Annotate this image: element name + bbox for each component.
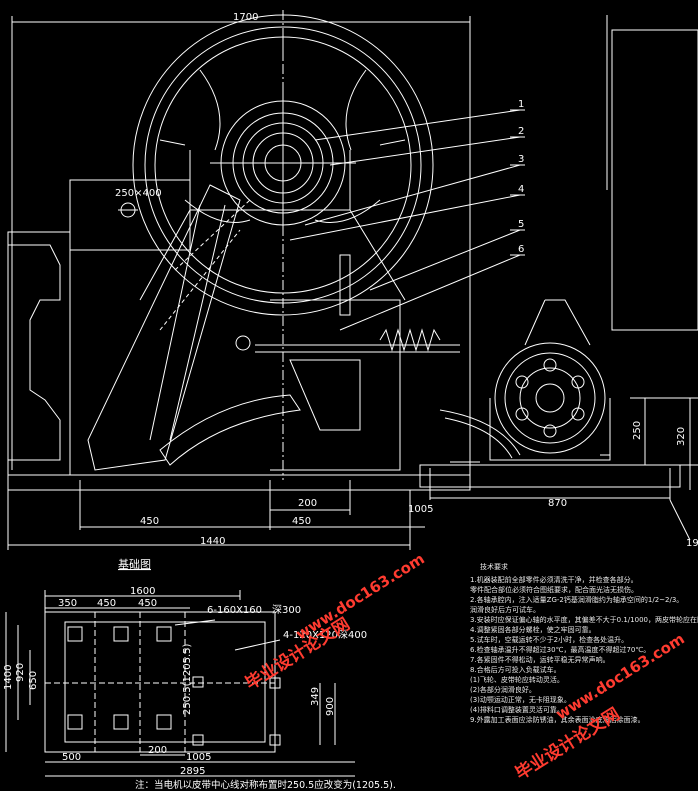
swing-jaw bbox=[87, 184, 241, 471]
pocket bbox=[269, 677, 281, 689]
foundation-footnote: 注：当电机以皮带中心线对称布置时250.5应改变为(1205.5). bbox=[135, 779, 396, 791]
foundation-title: 基础图 bbox=[118, 558, 151, 571]
pocket bbox=[269, 734, 281, 746]
main-elevation-view bbox=[7, 10, 525, 550]
tech-req-line: 2.各轴承腔内，注入适量ZG-2钙基润滑脂约为轴承空间的1/2~2/3。 bbox=[470, 595, 683, 604]
dim-corner: 19 bbox=[686, 538, 698, 549]
pocket bbox=[192, 676, 204, 688]
tech-req-line: (3)动颚运动正常，无卡阻现象。 bbox=[470, 695, 571, 704]
foundation-plan bbox=[5, 590, 355, 777]
fd-seg-a: 350 bbox=[58, 598, 77, 609]
fd-seg-c: 450 bbox=[138, 598, 157, 609]
fd-left-1: 1400 bbox=[3, 665, 14, 690]
part-label-1: 1 bbox=[518, 99, 524, 110]
tech-req-line: 9.外露加工表面应涂防锈油，其余表面涂底漆后涂面漆。 bbox=[470, 715, 645, 724]
part-label-2: 2 bbox=[518, 126, 524, 137]
tech-req-line: 3.安装时应保证偏心轴的水平度，其偏差不大于0.1/1000，两皮带轮应在同一平… bbox=[470, 615, 698, 624]
bolt-hole bbox=[156, 626, 172, 642]
fd-mid-dim: 250.5(1205.5) bbox=[182, 643, 193, 715]
dim-base-right: 450 bbox=[292, 516, 311, 527]
part-label-5: 5 bbox=[518, 219, 524, 230]
bolt-hole bbox=[156, 714, 172, 730]
tech-req-line: (4)排料口调整装置灵活可靠。 bbox=[470, 705, 564, 714]
tech-req-line: 1.机器装配前全部零件必须清洗干净，并检查各部分。 bbox=[470, 575, 638, 584]
bolt-hole bbox=[67, 626, 83, 642]
dim-motor-offset: 1005 bbox=[408, 504, 433, 515]
fd-left-3: 650 bbox=[28, 671, 39, 690]
part-label-3: 3 bbox=[518, 154, 524, 165]
toggle-plate bbox=[159, 394, 301, 466]
bolt-hole bbox=[113, 626, 129, 642]
tech-requirements: 技术要求 1.机器装配前全部零件必须清洗干净，并检查各部分。 零件配合部位必须符… bbox=[470, 562, 698, 724]
tech-req-line: 4.调整紧固各部分螺栓，使之牢固可靠。 bbox=[470, 625, 596, 634]
dim-overall-width: 1700 bbox=[233, 12, 258, 23]
pocket bbox=[192, 734, 204, 746]
fd-right-1: 349 bbox=[310, 687, 321, 706]
fd-bolt-holes: 6-160X160 bbox=[207, 605, 262, 616]
feed-hopper bbox=[69, 179, 191, 251]
tech-req-line: 5.试车时，空载运转不少于2小时，检查各处温升。 bbox=[470, 635, 628, 644]
fd-seg-b: 450 bbox=[97, 598, 116, 609]
dim-mid: 200 bbox=[298, 498, 317, 509]
part-label-4: 4 bbox=[518, 184, 524, 195]
dim-total: 1440 bbox=[200, 536, 225, 547]
dim-motor-height: 250 bbox=[632, 421, 643, 440]
fd-bottom-1005: 1005 bbox=[186, 752, 211, 763]
bolt-hole bbox=[67, 714, 83, 730]
dim-motor-total-height: 320 bbox=[676, 427, 687, 446]
motor-side-view bbox=[419, 15, 698, 541]
part-label-6: 6 bbox=[518, 244, 524, 255]
tech-req-line: 润滑良好后方可试车。 bbox=[470, 605, 540, 614]
dim-base-left: 450 bbox=[140, 516, 159, 527]
fd-bolt-holes-suffix: 深300 bbox=[272, 604, 301, 616]
tech-req-line: 8.合格后方可投入负载试车。 bbox=[470, 665, 561, 674]
machine-base bbox=[7, 474, 471, 491]
tech-req-title: 技术要求 bbox=[480, 562, 508, 571]
tech-req-line: 7.各紧固件不得松动，运转平稳无异常声响。 bbox=[470, 655, 610, 664]
tech-req-line: (1)飞轮、皮带轮应转动灵活。 bbox=[470, 675, 564, 684]
fd-top-width: 1600 bbox=[130, 586, 155, 597]
fd-left-2: 920 bbox=[15, 663, 26, 682]
fd-bottom-2895: 2895 bbox=[180, 766, 205, 777]
dim-motor-span: 870 bbox=[548, 498, 567, 509]
tension-spring bbox=[379, 328, 441, 352]
fd-right-2: 900 bbox=[325, 697, 336, 716]
tech-req-line: 零件配合部位必须符合图纸要求，配合面光洁无损伤。 bbox=[470, 585, 638, 594]
tech-req-line: 6.检查轴承温升不得超过30℃，最高温度不得超过70℃。 bbox=[470, 645, 650, 654]
tech-req-line: (2)各部分润滑良好。 bbox=[470, 685, 536, 694]
dim-feed-opening: 250×400 bbox=[115, 188, 162, 199]
bolt-hole bbox=[113, 714, 129, 730]
fd-pockets: 4-120X120深400 bbox=[283, 629, 367, 641]
title-frame-edge bbox=[611, 29, 698, 331]
motor-pulley bbox=[494, 342, 606, 454]
fd-bottom-200: 200 bbox=[148, 745, 167, 756]
motor-base bbox=[419, 464, 681, 488]
fd-bottom-500: 500 bbox=[62, 752, 81, 763]
foundation-outline bbox=[44, 611, 276, 753]
frame-side-left bbox=[7, 231, 71, 476]
